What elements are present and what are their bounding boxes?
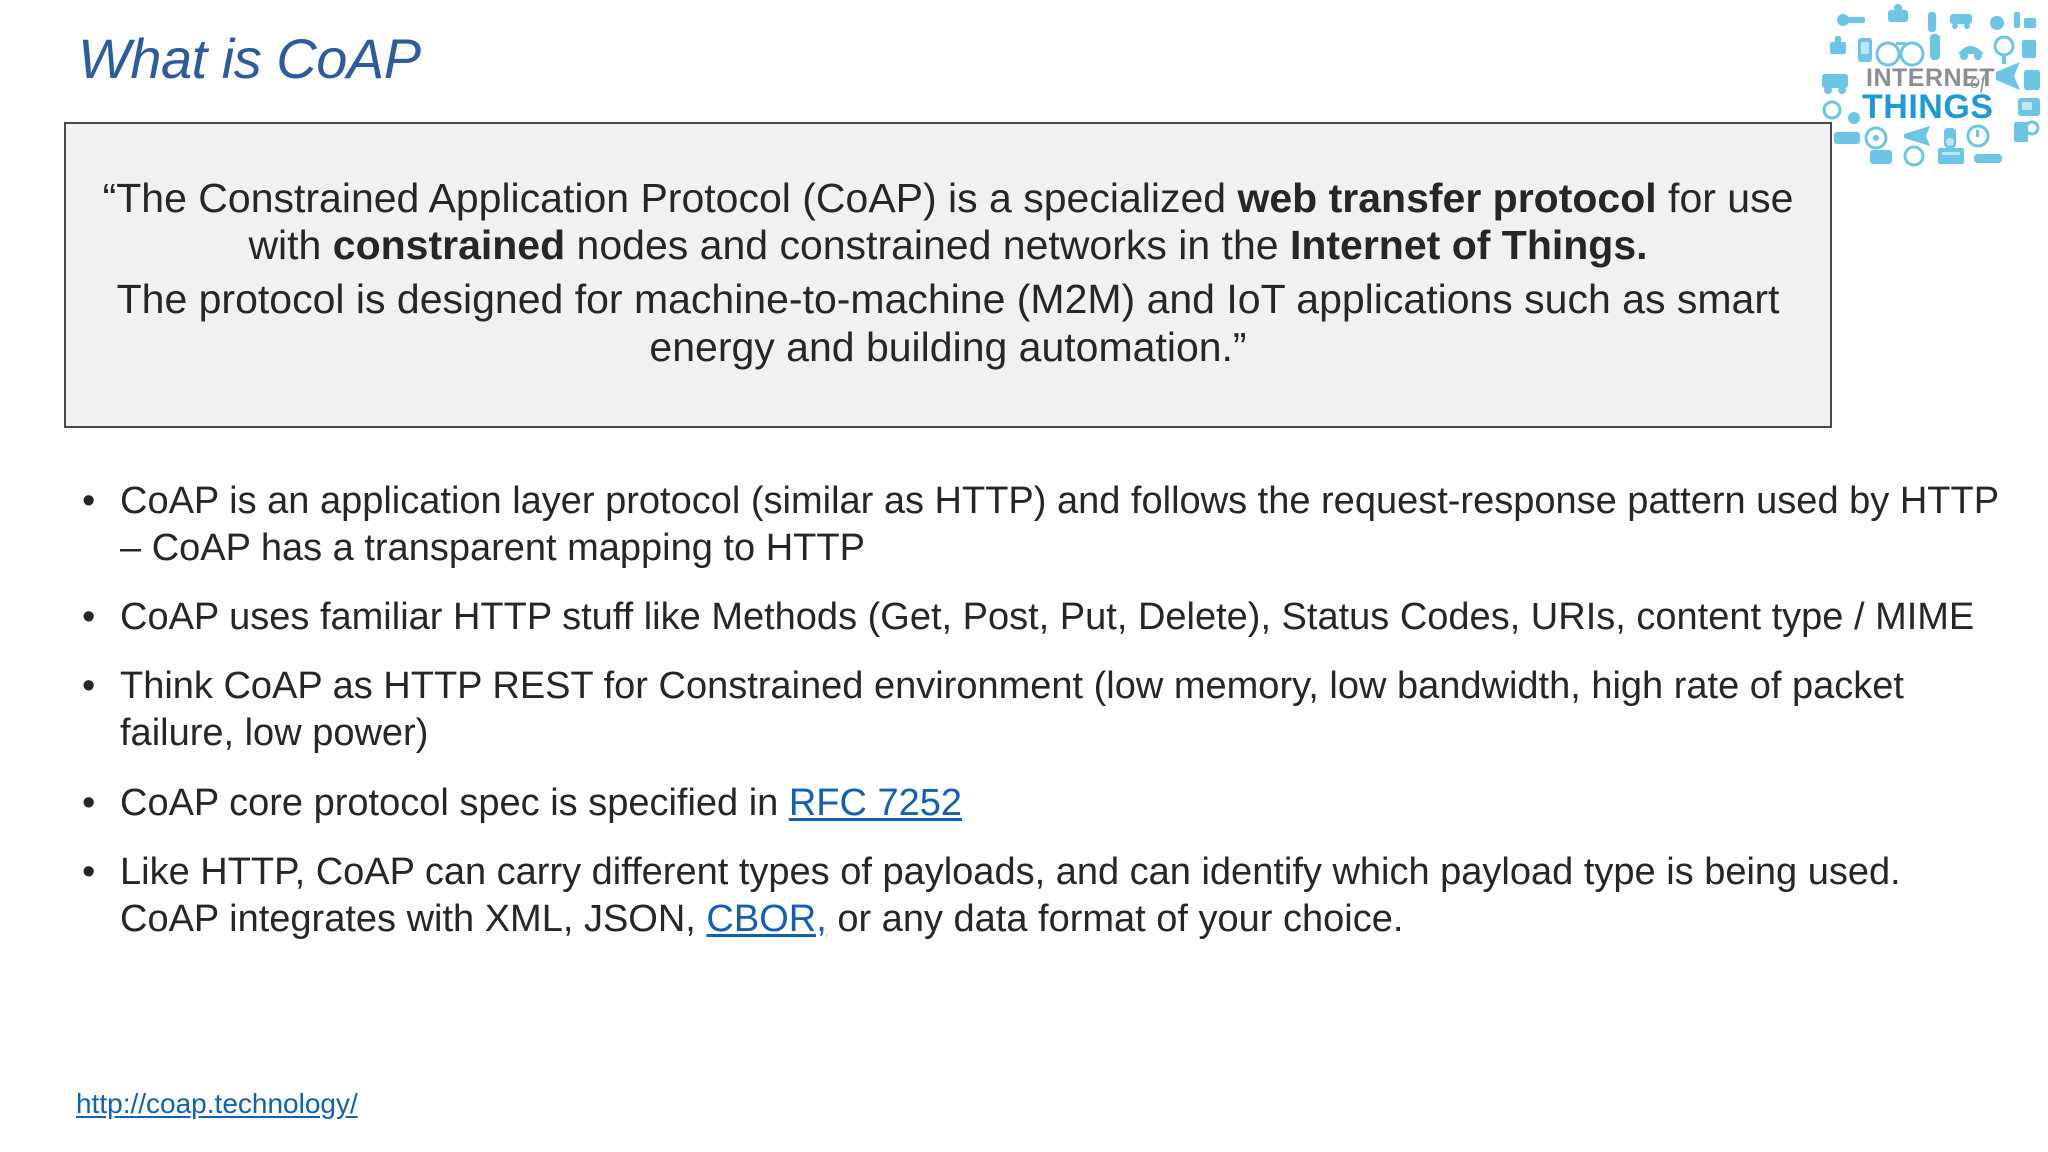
bullet-marker-icon: • xyxy=(82,781,96,824)
reference-link[interactable]: RFC 7252 xyxy=(788,781,963,824)
text-run: CoAP core protocol spec is specified in xyxy=(120,781,789,824)
reference-link[interactable]: CBOR, xyxy=(706,897,827,940)
quote-paragraph-1: “The Constrained Application Protocol (C… xyxy=(88,175,1808,270)
emphasis-text: constrained xyxy=(332,222,566,269)
footer-source-link[interactable]: http://coap.technology/ xyxy=(76,1088,358,1119)
internet-of-things-logo: INTERNET of THINGS xyxy=(1818,2,2042,168)
logo-line1-text: INTERNET xyxy=(1866,64,1995,92)
text-run: or any data format of your choice. xyxy=(826,897,1404,940)
text-run: CoAP uses familiar HTTP stuff like Metho… xyxy=(120,596,1975,639)
page-title: What is CoAP xyxy=(78,27,421,90)
list-item-text: Think CoAP as HTTP REST for Constrained … xyxy=(120,665,1904,754)
list-item-text: CoAP core protocol spec is specified in … xyxy=(120,782,962,824)
bullet-marker-icon: • xyxy=(82,850,96,893)
quote-callout-box: “The Constrained Application Protocol (C… xyxy=(64,122,1832,428)
list-item: • Like HTTP, CoAP can carry different typ… xyxy=(70,849,2000,943)
list-item-text: Like HTTP, CoAP can carry different type… xyxy=(120,851,1901,940)
list-item: • CoAP is an application layer protocol (… xyxy=(70,478,2000,572)
text-run: Like HTTP, CoAP can carry different type… xyxy=(120,850,1901,940)
text-run: Think CoAP as HTTP REST for Constrained … xyxy=(120,665,1904,755)
bullet-marker-icon: • xyxy=(82,480,96,522)
logo-line2-text: THINGS xyxy=(1862,88,1993,126)
list-item: • CoAP uses familiar HTTP stuff like Meth… xyxy=(70,594,2000,641)
bullet-marker-icon: • xyxy=(82,596,96,639)
text-run: for use with xyxy=(248,174,1794,269)
text-run: CoAP is an application layer protocol (s… xyxy=(120,480,1999,570)
text-run: The protocol is designed for machine-to-… xyxy=(116,276,1780,370)
list-item: • Think CoAP as HTTP REST for Constrained… xyxy=(70,663,2000,757)
bullet-marker-icon: • xyxy=(82,665,96,708)
list-item-text: CoAP is an application layer protocol (s… xyxy=(120,480,1998,569)
list-item-text: CoAP uses familiar HTTP stuff like Metho… xyxy=(120,596,1974,638)
emphasis-text: Internet of Things. xyxy=(1289,222,1648,269)
text-run: “The Constrained Application Protocol (C… xyxy=(102,174,1238,221)
text-run: nodes and constrained networks in the xyxy=(565,222,1290,269)
quote-paragraph-2: The protocol is designed for machine-to-… xyxy=(88,276,1808,371)
emphasis-text: web transfer protocol xyxy=(1237,174,1657,221)
logo-of-text: of xyxy=(1970,71,1988,93)
bullet-list: • CoAP is an application layer protocol (… xyxy=(70,478,2000,943)
list-item: • CoAP core protocol spec is specified in… xyxy=(70,780,2000,827)
